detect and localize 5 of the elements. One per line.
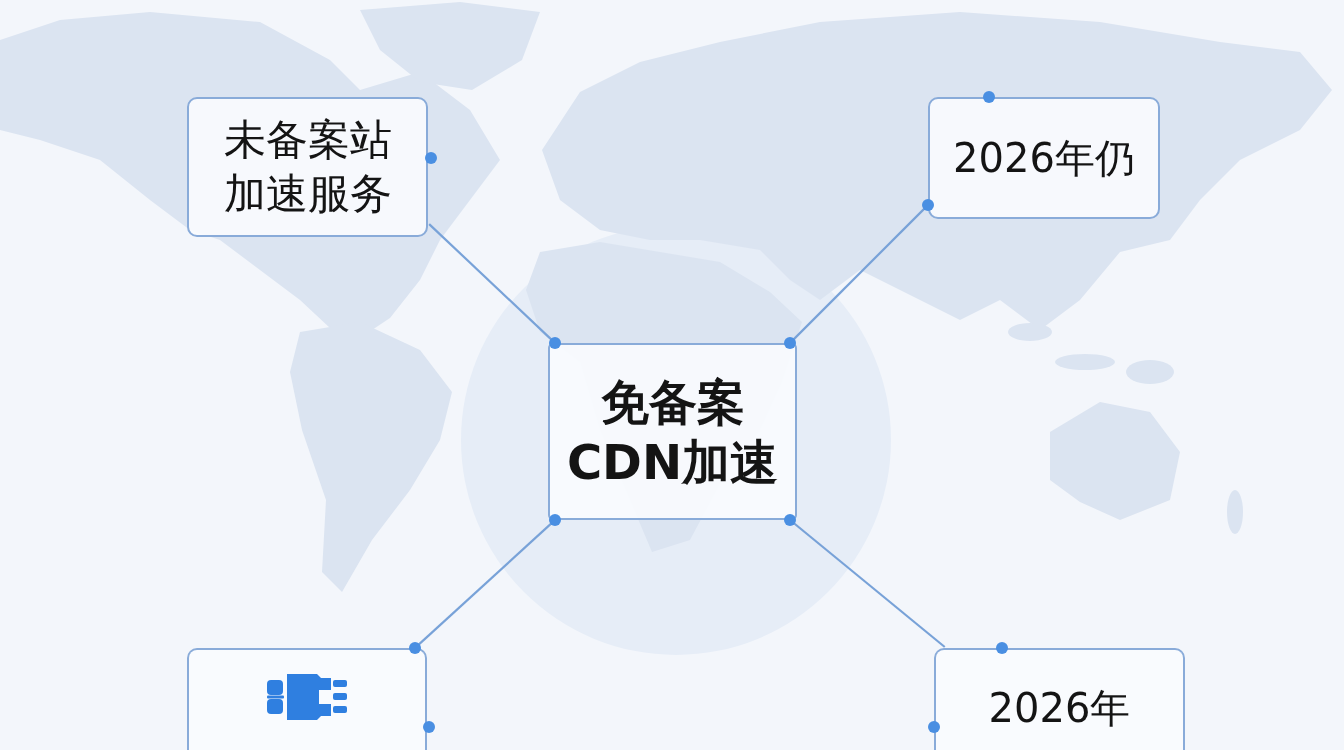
topic-box: 未备案站加速服务 <box>187 97 428 237</box>
topic-box: 免备案CDN加速 <box>548 343 797 520</box>
topic-box <box>187 648 427 750</box>
topic-box: 2026年 <box>934 648 1185 750</box>
topic-box: 2026年仍 <box>928 97 1160 219</box>
